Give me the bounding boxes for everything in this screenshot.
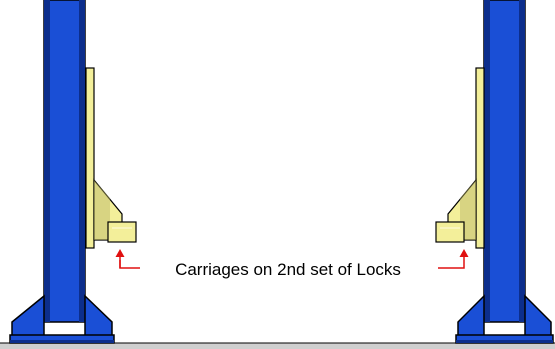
callout-leaders (115, 249, 469, 269)
left-lift-post (9, 0, 115, 344)
floor (0, 342, 555, 349)
right-carriage (435, 67, 485, 249)
right-callout-arrowhead (459, 249, 469, 257)
callout-label: Carriages on 2nd set of Locks (175, 260, 401, 279)
right-post-base (455, 294, 554, 344)
left-callout-leader (119, 260, 140, 269)
left-callout-arrowhead (115, 249, 125, 257)
right-callout-leader (438, 256, 465, 269)
left-post-base (9, 294, 115, 344)
right-lift-post (455, 0, 554, 344)
left-carriage (85, 67, 137, 249)
